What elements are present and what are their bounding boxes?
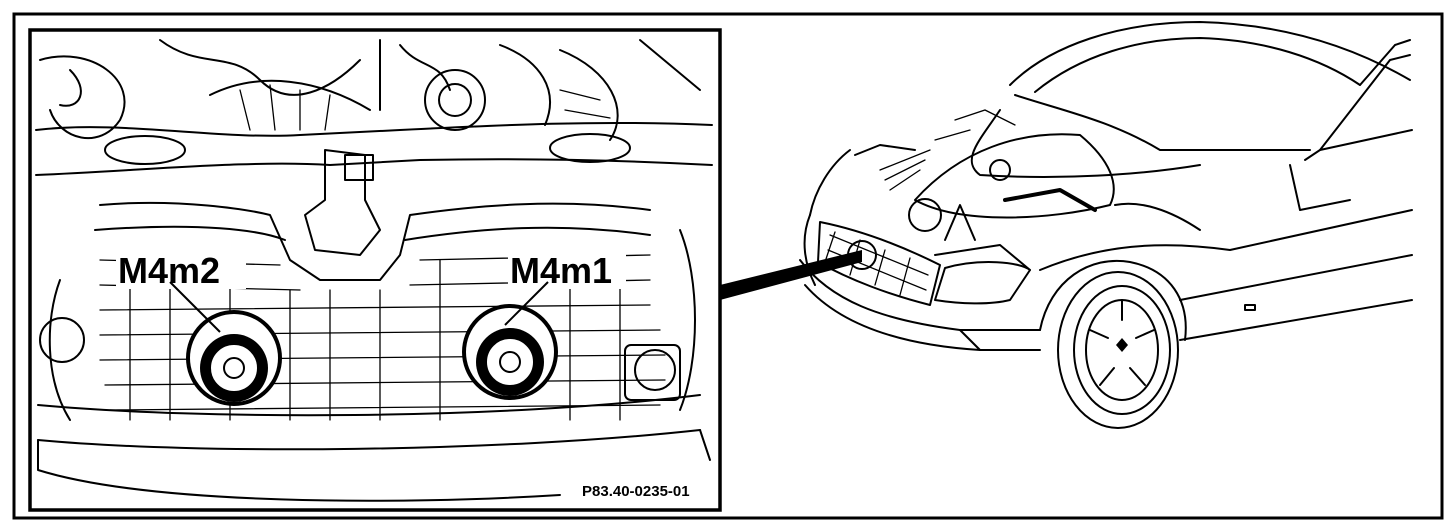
detail-inset: M4m2 M4m1 P83.40-0235-01 [28, 28, 722, 512]
car-overview [799, 21, 1413, 429]
front-wheel [1057, 271, 1179, 429]
inset-frame [28, 28, 722, 512]
radiator-grille [48, 201, 696, 421]
callout-m4m2: M4m2 [118, 250, 220, 291]
reference-code: P83.40-0235-01 [582, 483, 690, 500]
outer-frame [12, 12, 1444, 520]
engine-bay-hoses [39, 39, 701, 141]
leader-m4m1 [504, 281, 549, 326]
horn-m4m1 [462, 304, 558, 400]
cross-member [35, 121, 713, 256]
callout-m4m1: M4m1 [510, 250, 612, 291]
front-bumper [37, 317, 711, 502]
horn-m4m2 [186, 310, 282, 406]
leader-m4m2 [169, 281, 221, 333]
pointer-wedge [720, 250, 862, 300]
